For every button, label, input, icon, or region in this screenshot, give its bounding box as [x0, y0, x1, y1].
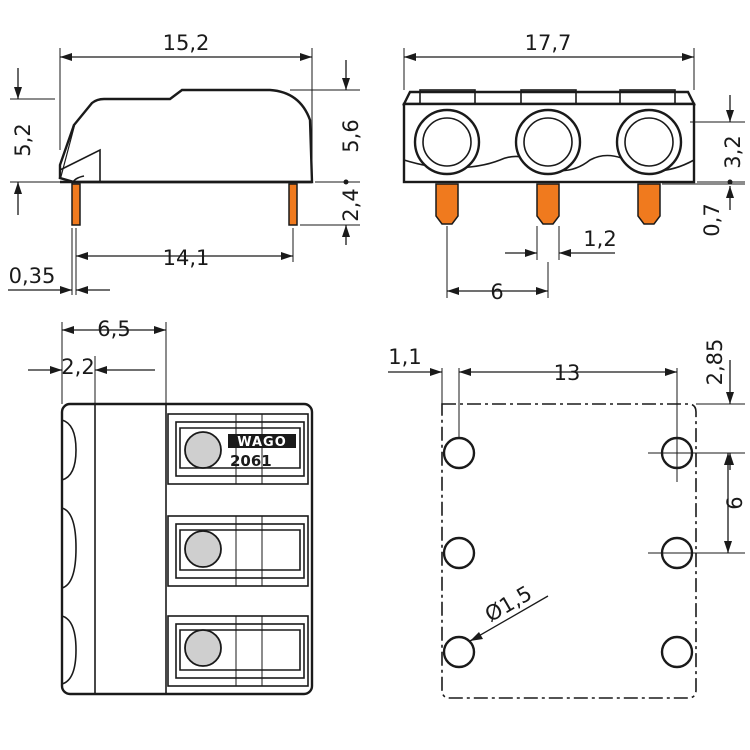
front-pin-width-label: 1,2 — [583, 227, 616, 251]
front-pin-offset-label: 0,7 — [700, 203, 724, 236]
footprint-hole-3 — [442, 635, 476, 669]
footprint-width-label: 13 — [554, 361, 581, 385]
side-height-label: 5,2 — [11, 123, 35, 156]
front-entry-1 — [413, 108, 481, 176]
footprint-hole-6 — [660, 635, 694, 669]
top-entry-depth-label: 2,2 — [61, 355, 94, 379]
side-pin-left — [71, 183, 81, 226]
lever-1 — [167, 413, 309, 485]
footprint-edge-offset-label: 1,1 — [388, 345, 421, 369]
release-button-3 — [184, 629, 222, 667]
release-button-2 — [184, 530, 222, 568]
front-pin-1 — [435, 183, 459, 225]
footprint-view: 1,1 13 2,85 6 Ø1,5 — [388, 339, 747, 699]
front-entry-height-label: 3,2 — [721, 135, 745, 168]
lever-2 — [167, 515, 309, 587]
series-marking: 2061 — [230, 452, 272, 470]
side-pin-thickness-label: 0,35 — [9, 264, 56, 288]
side-pin-length-label: 2,4 — [339, 188, 363, 221]
footprint-hole-diameter-label: Ø1,5 — [481, 581, 536, 627]
side-total-height-label: 5,6 — [339, 119, 363, 152]
front-pin-2 — [536, 183, 560, 225]
lever-3 — [167, 615, 309, 687]
side-pin-span-label: 14,1 — [163, 246, 210, 270]
release-button-1 — [184, 431, 222, 469]
side-pin-right — [288, 183, 298, 226]
front-pin-3 — [637, 183, 661, 225]
footprint-edge-top-label: 2,85 — [703, 339, 727, 386]
footprint-hole-2 — [442, 536, 476, 570]
top-entry-offset-label: 6,5 — [97, 317, 130, 341]
front-pin-pitch-label: 6 — [490, 280, 503, 304]
front-view: 17,7 3,2 0,7 1,2 6 — [402, 31, 745, 304]
side-view: 15,2 5,2 5,6 2,4 14,1 0,35 — [8, 31, 363, 295]
footprint-hole-1 — [442, 436, 476, 470]
top-view: WAGO 2061 6,5 2,2 — [28, 317, 314, 696]
front-entry-2 — [514, 108, 582, 176]
wago-logo — [228, 434, 296, 448]
side-width-label: 15,2 — [163, 31, 210, 55]
front-width-label: 17,7 — [525, 31, 572, 55]
footprint-pitch-label: 6 — [723, 496, 747, 509]
brand-marking: WAGO — [237, 435, 287, 450]
front-entry-3 — [615, 108, 683, 176]
